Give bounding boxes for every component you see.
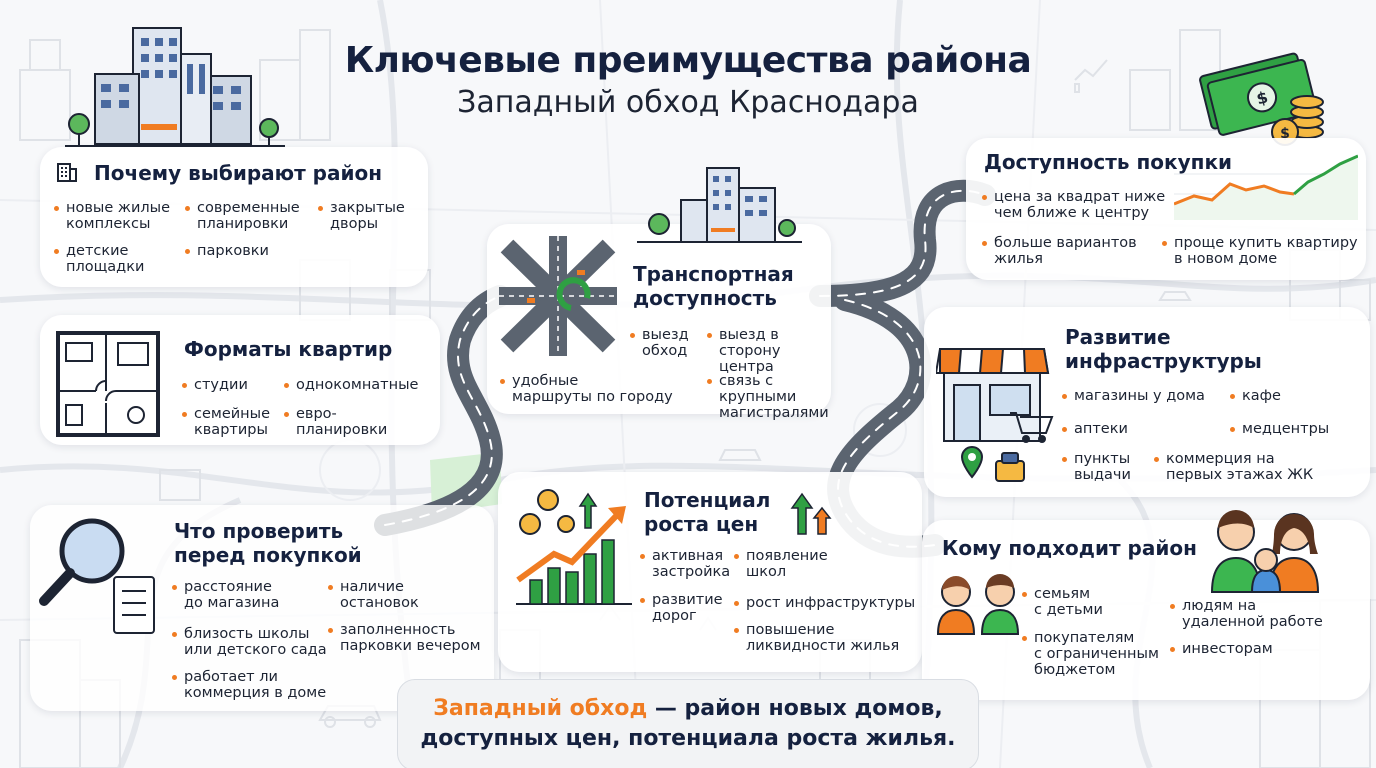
list-item: рост инфраструктуры	[734, 595, 915, 611]
list-item: магазины у дома	[1062, 388, 1205, 404]
formats-title: Форматы квартир	[184, 337, 393, 361]
list-item: парковки	[185, 243, 269, 259]
footer-rest: — район новых домов,	[647, 696, 943, 721]
location-pin-icon	[960, 445, 1025, 482]
list-item: медцентры	[1230, 421, 1329, 437]
family-icon	[1210, 510, 1320, 593]
footer-banner: Западный обход — район новых домов, дост…	[397, 679, 979, 768]
footer-line-2: доступных цен, потенциала роста жилья.	[420, 726, 956, 751]
footer-accent: Западный обход	[433, 696, 648, 721]
building-icon	[57, 163, 77, 182]
card-affordability: Доступность покупки цена за квадрат ниже…	[966, 138, 1366, 280]
shop-icon	[936, 348, 1054, 443]
price-trend-graph	[1174, 154, 1358, 220]
growth-chart-icon	[516, 489, 632, 605]
list-item: студии	[182, 377, 248, 393]
city-skyline-icon	[637, 167, 802, 243]
buildings-illustration	[65, 27, 285, 147]
page-header: Ключевые преимущества района Западный об…	[0, 0, 1376, 120]
svg-text:$: $	[1280, 126, 1290, 142]
svg-text:$: $	[1254, 87, 1269, 108]
list-item: однокомнатные	[284, 377, 418, 393]
list-item: инвесторам	[1170, 641, 1273, 657]
interchange-icon	[499, 236, 617, 356]
page-title: Ключевые преимущества района	[344, 40, 1032, 81]
who-fits-title: Кому подходит район	[942, 536, 1197, 560]
affordability-title: Доступность покупки	[984, 150, 1233, 174]
page-subtitle: Западный обход Краснодара	[457, 85, 919, 120]
list-item: аптеки	[1062, 421, 1128, 437]
card-apartment-formats: Форматы квартир студии однокомнатные сем…	[40, 315, 440, 445]
magnifier-icon	[39, 518, 155, 634]
footer-line-1: Западный обход — район новых домов,	[398, 694, 978, 724]
up-arrows-icon	[790, 492, 832, 535]
why-choose-title: Почему выбирают район	[94, 161, 383, 185]
list-item: кафе	[1230, 388, 1281, 404]
couple-icon	[936, 574, 1020, 635]
money-icon: $ $	[1199, 52, 1324, 146]
floor-plan-icon	[56, 331, 160, 437]
list-item: евро-планировки	[284, 406, 387, 438]
